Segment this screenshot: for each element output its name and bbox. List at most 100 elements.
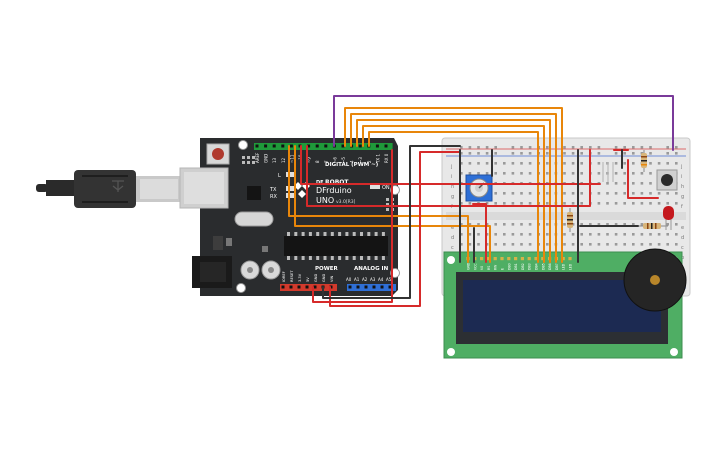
breadboard-hole <box>546 243 549 246</box>
chip-pin <box>301 256 305 260</box>
chip-pin <box>316 232 320 236</box>
breadboard-hole <box>485 202 489 205</box>
breadboard-hole <box>580 192 583 195</box>
breadboard-hole <box>649 162 652 165</box>
rail-hole <box>477 152 480 155</box>
rail-hole <box>640 152 644 155</box>
breadboard-hole <box>580 202 583 205</box>
breadboard-hole <box>503 223 506 226</box>
lcd-pin <box>480 257 484 261</box>
power-header-pin <box>289 285 293 289</box>
breadboard-hole <box>477 233 480 236</box>
chip-pin <box>308 256 312 260</box>
pin-label: GND <box>322 274 326 282</box>
chip-pin <box>367 232 371 236</box>
breadboard-hole <box>614 223 618 226</box>
rail-hole <box>520 152 523 155</box>
row-label: e <box>451 225 454 231</box>
lcd-pin <box>527 257 531 261</box>
pin-label: A4 <box>378 277 384 282</box>
breadboard-hole <box>657 233 661 236</box>
pin-label: A2 <box>362 277 368 282</box>
breadboard-hole <box>666 202 669 205</box>
digital-header-pin <box>307 144 311 148</box>
capacitor-top <box>247 267 253 273</box>
breadboard-hole <box>597 233 601 236</box>
breadboard-hole <box>614 162 618 165</box>
row-label: g <box>681 194 684 200</box>
breadboard-hole <box>546 233 549 236</box>
power-header-pin <box>305 285 309 289</box>
red-led <box>663 206 674 230</box>
breadboard-hole <box>494 192 497 195</box>
row-label: g <box>451 194 454 200</box>
lcd-mount-hole <box>447 348 455 356</box>
breadboard-hole <box>503 202 506 205</box>
rail-hole <box>632 146 635 149</box>
rail-hole <box>580 146 583 149</box>
chip-pin <box>352 232 356 236</box>
breadboard-hole <box>511 233 515 236</box>
breadboard-hole <box>571 233 575 236</box>
row-label: h <box>681 184 684 190</box>
breadboard-hole <box>520 192 523 195</box>
pin-label: 7 <box>324 160 329 163</box>
lcd-pin <box>507 257 511 261</box>
wire-orange <box>350 113 557 263</box>
rail-hole <box>666 152 669 155</box>
lcd-pin-label: DB3 <box>528 263 532 270</box>
breadboard-hole <box>563 202 566 205</box>
breadboard-hole <box>623 243 626 246</box>
breadboard-hole <box>640 172 644 175</box>
breadboard-hole <box>640 223 644 226</box>
breadboard-hole <box>580 223 583 226</box>
breadboard-hole <box>675 243 678 246</box>
chip-pin <box>345 256 349 260</box>
pin-label: 2 <box>367 160 372 163</box>
row-label: d <box>451 235 454 241</box>
breadboard-hole <box>485 162 489 165</box>
chip-pin <box>338 232 342 236</box>
dc-jack-inner <box>200 262 226 282</box>
wire-orange <box>288 145 469 263</box>
lcd-pin-label: GND <box>467 262 471 270</box>
breadboard-hole <box>597 223 601 226</box>
model-version: v3.0[R3] <box>336 199 356 205</box>
push-button[interactable] <box>656 169 678 191</box>
breadboard-hole <box>494 202 497 205</box>
chip-pin <box>287 232 290 236</box>
rail-hole <box>546 146 549 149</box>
resistor <box>567 208 573 232</box>
digital-label: DIGITAL (PWM ~) <box>325 162 379 168</box>
breadboard-hole <box>511 172 515 175</box>
breadboard-hole <box>494 162 497 165</box>
breadboard-hole <box>675 162 678 165</box>
resistor <box>638 223 668 229</box>
rail-hole <box>511 146 515 149</box>
breadboard-hole <box>460 192 463 195</box>
breadboard-hole <box>640 192 644 195</box>
lcd-mount-hole <box>447 256 455 264</box>
reset-button-cap[interactable] <box>212 148 224 160</box>
lcd-pin-label: RW <box>494 264 498 270</box>
chip-pin <box>330 232 334 236</box>
lcd-pin-label: RS <box>487 266 491 270</box>
center-channel <box>446 212 686 220</box>
row-label: i <box>451 174 452 180</box>
potentiometer[interactable] <box>465 174 493 202</box>
breadboard-hole <box>649 172 652 175</box>
breadboard-hole <box>606 192 609 195</box>
breadboard-hole <box>657 243 661 246</box>
digital-header <box>254 143 393 150</box>
breadboard-hole <box>606 233 609 236</box>
pin-label: 5V <box>306 277 310 282</box>
breadboard-hole <box>657 162 661 165</box>
breadboard-hole <box>571 243 575 246</box>
pin-label: AREF <box>255 152 260 163</box>
lcd-pin-label: DB5 <box>541 263 545 270</box>
breadboard-hole <box>666 192 669 195</box>
breadboard-hole <box>632 182 635 185</box>
breadboard-hole <box>511 243 515 246</box>
pin-label: A3 <box>370 277 376 282</box>
